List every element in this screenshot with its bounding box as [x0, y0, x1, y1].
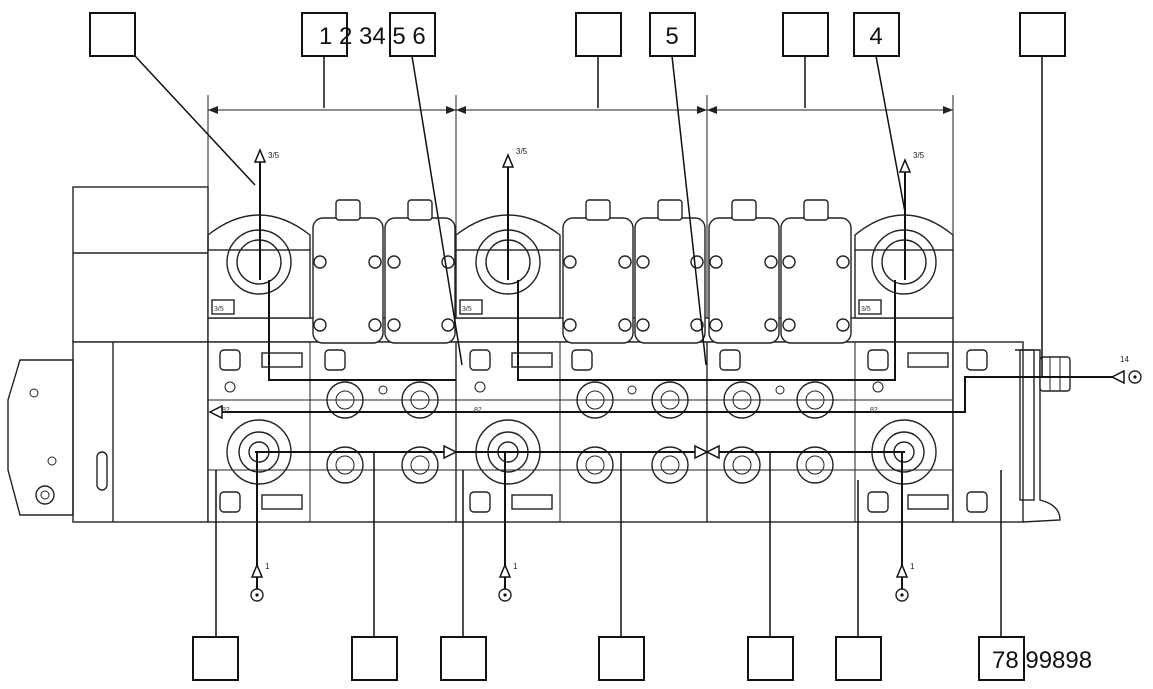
- callout-box-bottom-3[interactable]: [440, 636, 487, 681]
- manifold-fittings: [219, 349, 949, 513]
- exhaust-port-label-3: 3/5: [913, 151, 925, 160]
- callout-box-top-3[interactable]: [575, 12, 622, 57]
- left-end-plate: [7, 186, 209, 523]
- callout-top-4-label: 5: [665, 23, 678, 50]
- pilot-port-label: 14: [1120, 355, 1129, 364]
- supply-port-label-1: 1: [265, 562, 270, 571]
- valve-body-row: [207, 317, 954, 523]
- callout-box-top-7[interactable]: [1019, 12, 1066, 57]
- supply-port-label-2: 1: [513, 562, 518, 571]
- block-mark-1: 3/5: [214, 306, 224, 313]
- callout-box-bottom-2[interactable]: [351, 636, 398, 681]
- module-dimension-lines: [207, 95, 954, 350]
- callout-top-2-label: 1 2 34 5 6: [319, 23, 426, 50]
- callout-box-top-6[interactable]: [853, 12, 900, 57]
- top-callouts: 1 2 34 5 6 5 4: [89, 12, 1066, 57]
- callout-box-bottom-4[interactable]: [598, 636, 645, 681]
- callout-box-top-2[interactable]: [301, 12, 348, 57]
- solenoid-coils: [312, 199, 852, 344]
- small-mark-2: 82: [474, 407, 482, 414]
- pneumatic-flow-lines: [208, 148, 1142, 602]
- leader-lines: [134, 55, 1043, 637]
- block-mark-2: 3/5: [462, 306, 472, 313]
- exhaust-port-label-2: 3/5: [516, 147, 528, 156]
- right-end-plate: [952, 341, 1071, 523]
- callout-box-bottom-5[interactable]: [747, 636, 794, 681]
- port-labels: 3/5 3/5 3/5 1 1 1 14 3/5 3/5 3/5 82 82 8…: [214, 147, 1129, 571]
- bottom-callouts: 78 99898: [192, 636, 1092, 681]
- callout-box-top-1[interactable]: [89, 12, 136, 57]
- callout-box-top-5[interactable]: [782, 12, 829, 57]
- callout-bottom-7-label: 78 99898: [992, 647, 1092, 674]
- callout-box-bottom-6[interactable]: [835, 636, 882, 681]
- supply-port-label-3: 1: [910, 562, 915, 571]
- callout-box-top-2b: [389, 12, 436, 57]
- small-mark-1: 82: [222, 407, 230, 414]
- small-mark-3: 82: [870, 407, 878, 414]
- block-mark-3: 3/5: [861, 306, 871, 313]
- exhaust-port-label-1: 3/5: [268, 151, 280, 160]
- callout-box-bottom-7[interactable]: [978, 636, 1025, 681]
- callout-box-top-4[interactable]: [649, 12, 696, 57]
- callout-top-6-label: 4: [869, 23, 882, 50]
- callout-box-bottom-1[interactable]: [192, 636, 239, 681]
